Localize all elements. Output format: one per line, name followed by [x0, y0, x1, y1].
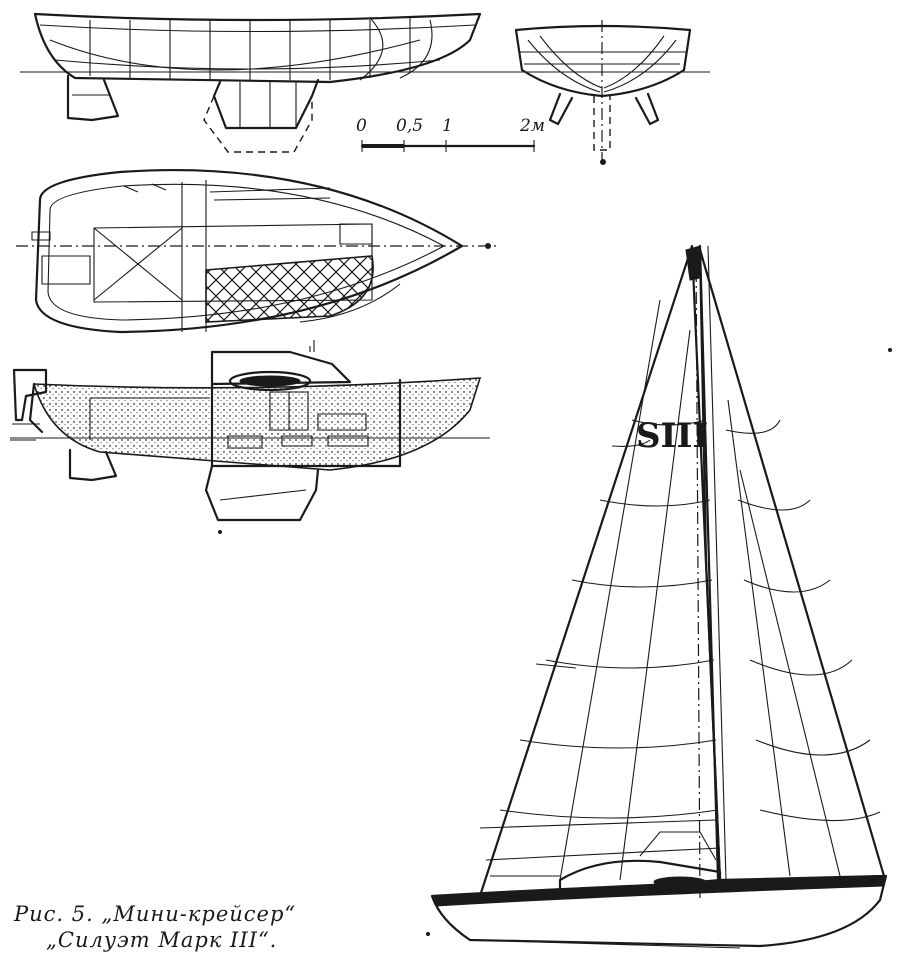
interior-profile	[10, 340, 490, 522]
body-plan	[500, 20, 710, 165]
scale-label-0: 0	[356, 116, 367, 136]
scale-label-1: 1	[442, 116, 453, 136]
figure-caption-line-2: „Силуэт Марк III“.	[46, 928, 278, 952]
deck-plan	[16, 168, 500, 334]
figure-caption-line-1: Рис. 5. „Мини-крейсер“	[14, 902, 297, 926]
hull-lines-profile	[20, 12, 500, 153]
sail-number: SIII	[636, 416, 709, 456]
scale-label-0-5: 0,5	[396, 116, 424, 136]
sail-plan	[430, 244, 888, 949]
scale-label-2m: 2м	[520, 116, 545, 136]
scale-bar	[360, 140, 536, 152]
